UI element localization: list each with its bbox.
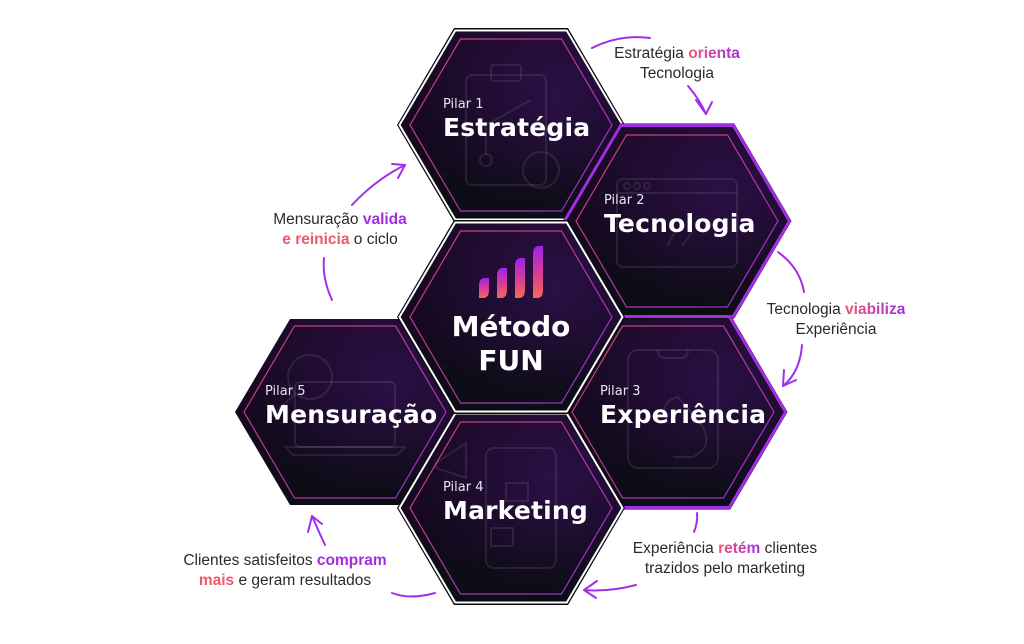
megaphone-phone-icon [435, 441, 557, 569]
arrow-experiencia-to-marketing-start [693, 512, 699, 533]
hex-glow [235, 319, 455, 505]
bar-wave-logo-icon [479, 246, 543, 298]
caption-text: Experiência [795, 321, 877, 338]
hexagon-marketing [397, 411, 625, 605]
hexagon-tecnologia [562, 123, 792, 319]
caption-highlight: retém [718, 540, 761, 557]
caption-text: Experiência [632, 540, 719, 557]
hex-glow [567, 128, 787, 314]
hexagon-experiencia [558, 314, 788, 510]
hex-inner-border [409, 38, 613, 212]
hex-glow [563, 319, 783, 505]
hex-inner-border [409, 421, 613, 595]
hexagon-estrategia [397, 28, 625, 222]
arrow-estrategia-to-tecnologia-start [591, 36, 651, 49]
arrow-mensuracao-to-estrategia [351, 163, 406, 206]
cycle-arrows [307, 36, 805, 599]
caption-text: Clientes satisfeitos [183, 552, 317, 569]
caption-text: clientes [760, 540, 818, 557]
laptop-magnifier-icon [269, 354, 408, 456]
caption-text: Estratégia [614, 45, 689, 62]
logo-bar-3 [515, 258, 525, 298]
arrow-tecnologia-to-experiencia-start [777, 251, 805, 293]
hex-inner-border [409, 230, 613, 404]
caption-highlight: e reinicia [282, 231, 350, 248]
caption-text: e geram resultados [234, 572, 372, 589]
hexagon-mensuracao [235, 319, 455, 505]
caption-highlight: orienta [688, 45, 740, 62]
logo-bar-4 [533, 246, 543, 298]
caption-text: Tecnologia [639, 65, 715, 82]
caption-experiencia-marketing: Experiência retém clientes trazidos pelo … [610, 539, 840, 579]
arrow-tecnologia-to-experiencia [782, 344, 803, 387]
arrow-estrategia-to-tecnologia [687, 85, 713, 115]
caption-marketing-mensuracao: Clientes satisfeitos compram mais e geram… [160, 551, 410, 591]
caption-text: Tecnologia [766, 301, 846, 318]
hex-inner-border [243, 325, 447, 499]
arrow-mensuracao-to-estrategia-start [322, 257, 333, 301]
browser-code-icon [616, 178, 738, 268]
caption-highlight: valida [362, 211, 407, 228]
hex-glow [401, 224, 621, 410]
hex-glow [401, 32, 621, 218]
smartphone-touch-icon [627, 349, 719, 469]
hex-inner-border [571, 325, 775, 499]
hex-glow [401, 415, 621, 601]
arrow-marketing-to-mensuracao [307, 515, 326, 546]
hex-white-border [398, 221, 624, 413]
logo-bar-2 [497, 268, 507, 298]
logo-bar-1 [479, 278, 489, 298]
arrow-experiencia-to-marketing [583, 580, 637, 599]
arrowhead-icon [695, 99, 713, 115]
caption-text: o ciclo [349, 231, 398, 248]
arrowhead-icon [307, 515, 323, 533]
arrowhead-icon [782, 369, 797, 387]
arrowhead-icon [583, 580, 598, 599]
caption-text: Mensuração [273, 211, 363, 228]
center-title-line2: FUN [478, 344, 544, 377]
arrowhead-icon [391, 163, 406, 179]
arrow-marketing-to-mensuracao-start [391, 592, 436, 598]
caption-mensuracao-estrategia: Mensuração valida e reinicia o ciclo [250, 210, 430, 250]
center-title-line1: Método [451, 310, 571, 343]
caption-highlight: viabiliza [845, 301, 906, 318]
hex-inner-border [575, 134, 779, 308]
center-hexagon-title: Método FUN [411, 310, 611, 378]
caption-text: trazidos pelo marketing [644, 560, 806, 577]
clipboard-strategy-icon [465, 64, 560, 189]
caption-highlight: compram [316, 552, 387, 569]
caption-highlight: mais [198, 572, 235, 589]
hexagon-center-metodo-fun [397, 220, 625, 414]
